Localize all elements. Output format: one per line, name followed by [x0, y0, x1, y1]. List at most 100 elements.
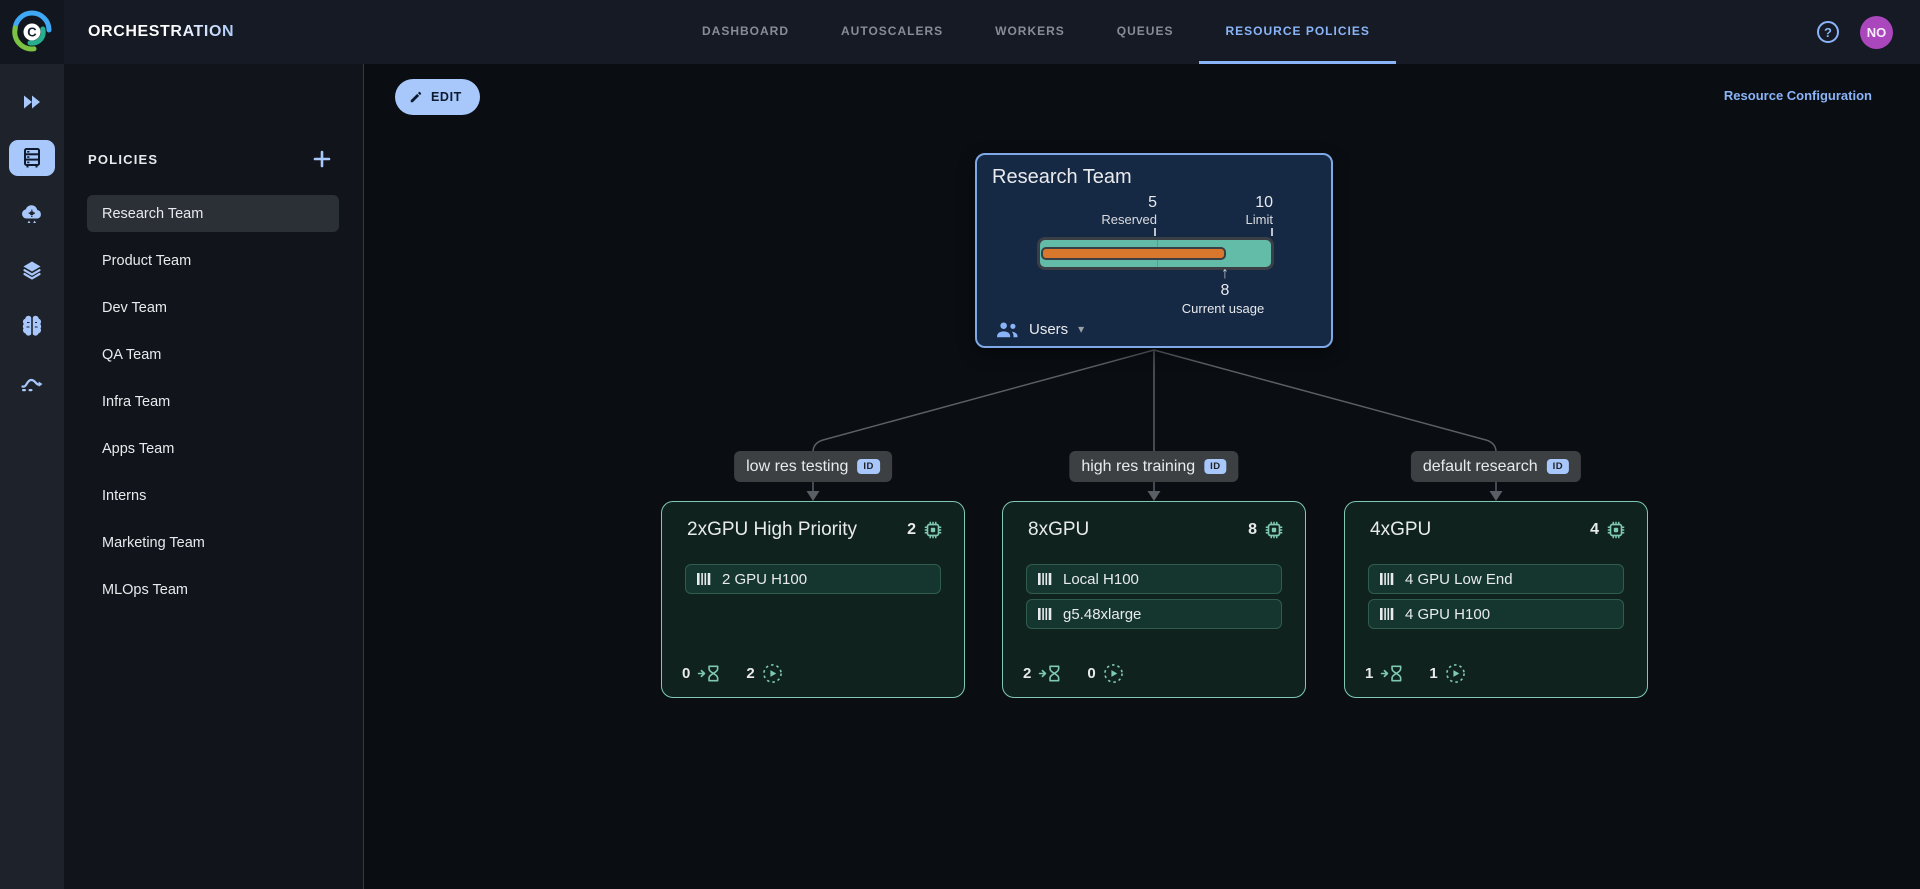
rail-item-pipeline[interactable] — [9, 364, 55, 400]
top-bar: C ORCHESTRATION DASHBOARD AUTOSCALERS WO… — [0, 0, 1920, 64]
barcode-icon — [697, 573, 711, 585]
id-badge[interactable]: ID — [1204, 459, 1227, 474]
tab-autoscalers[interactable]: AUTOSCALERS — [841, 23, 944, 38]
running-count: 0 — [1087, 665, 1096, 682]
tab-resource-policies[interactable]: RESOURCE POLICIES — [1199, 0, 1396, 64]
rail-item-fast-forward[interactable] — [9, 84, 55, 120]
policy-item-qa-team[interactable]: QA Team — [102, 346, 162, 363]
policy-item-infra-team[interactable]: Infra Team — [102, 393, 171, 410]
usage-fill — [1041, 247, 1226, 260]
users-dropdown[interactable]: Users ▾ — [994, 319, 1084, 339]
resource-chip[interactable]: g5.48xlarge — [1026, 599, 1282, 629]
worker-card-2xgpu-high-priority[interactable]: 2xGPU High Priority 2 2 GPU H100 0 — [661, 501, 965, 698]
policy-item-marketing-team[interactable]: Marketing Team — [102, 534, 205, 551]
layers-icon — [23, 261, 41, 280]
policy-item-interns[interactable]: Interns — [102, 487, 147, 504]
policies-header: POLICIES — [88, 151, 159, 167]
card-stats: 0 2 — [682, 663, 783, 684]
gpu-chip-icon — [924, 521, 942, 539]
gpu-count-value: 8 — [1248, 521, 1257, 538]
edit-button[interactable]: EDIT — [395, 79, 480, 115]
pending-hourglass-icon — [1039, 665, 1060, 682]
edit-button-label: EDIT — [431, 90, 462, 104]
root-policy-title: Research Team — [992, 166, 1132, 188]
tab-workers[interactable]: WORKERS — [995, 23, 1065, 38]
policy-item-dev-team[interactable]: Dev Team — [102, 299, 168, 316]
resource-chip-label: 2 GPU H100 — [722, 570, 808, 588]
rail-item-cloud-sync[interactable] — [9, 196, 55, 232]
limit-marker: 10 Limit — [1163, 194, 1273, 227]
rail-item-server-rack[interactable] — [9, 140, 55, 176]
card-header: 8xGPU 8 — [1028, 519, 1285, 541]
card-stats: 1 1 — [1365, 663, 1466, 684]
reserved-tick — [1154, 228, 1156, 236]
logo-icon: C — [12, 10, 52, 52]
policies-header-row: POLICIES — [88, 148, 333, 170]
help-icon[interactable]: ? — [1817, 21, 1839, 43]
chevron-down-icon: ▾ — [1078, 322, 1085, 336]
resource-list: 2 GPU H100 — [685, 564, 941, 594]
policies-sidebar: POLICIES Research Team Product Team Dev … — [64, 64, 364, 889]
resource-chip[interactable]: 2 GPU H100 — [685, 564, 941, 594]
resource-chip[interactable]: Local H100 — [1026, 564, 1282, 594]
barcode-icon — [1380, 608, 1394, 620]
id-badge[interactable]: ID — [857, 459, 880, 474]
server-rack-icon — [24, 148, 40, 168]
usage-value: 8 — [1220, 282, 1230, 299]
running-play-icon — [1103, 664, 1123, 683]
svg-text:C: C — [27, 25, 37, 40]
icon-rail — [0, 64, 64, 889]
quota-tag-label: low res testing — [746, 457, 849, 475]
gpu-count: 2 — [907, 519, 944, 541]
resource-chip-label: 4 GPU H100 — [1405, 605, 1491, 623]
fast-forward-icon — [24, 95, 40, 109]
worker-card-8xgpu[interactable]: 8xGPU 8 Local H100 g5. — [1002, 501, 1306, 698]
worker-card-4xgpu[interactable]: 4xGPU 4 4 GPU Low End — [1344, 501, 1648, 698]
app-logo[interactable]: C — [0, 0, 64, 64]
resource-chip[interactable]: 4 GPU H100 — [1368, 599, 1624, 629]
root-policy-node[interactable]: Research Team 5 Reserved 10 Limit ↑ 8 Cu… — [975, 153, 1333, 348]
card-title: 2xGPU High Priority — [687, 519, 857, 540]
policy-item-mlops-team[interactable]: MLOps Team — [102, 581, 188, 598]
resource-chip-label: 4 GPU Low End — [1405, 570, 1513, 588]
avatar[interactable]: NO — [1860, 16, 1893, 49]
policy-item-apps-team[interactable]: Apps Team — [102, 440, 175, 457]
pending-count: 0 — [682, 665, 691, 682]
resource-chip[interactable]: 4 GPU Low End — [1368, 564, 1624, 594]
resource-chip-label: g5.48xlarge — [1063, 605, 1142, 623]
gpu-chip-icon — [1607, 521, 1625, 539]
quota-tag-low-res-testing[interactable]: low res testing ID — [734, 451, 892, 482]
tab-queues[interactable]: QUEUES — [1116, 23, 1174, 38]
card-header: 4xGPU 4 — [1370, 519, 1627, 541]
plus-icon — [313, 150, 331, 168]
resource-configuration-link[interactable]: Resource Configuration — [1723, 88, 1872, 103]
quota-tag-default-research[interactable]: default research ID — [1410, 451, 1582, 482]
policy-item-research-team[interactable]: Research Team — [87, 195, 339, 232]
id-badge[interactable]: ID — [1546, 459, 1570, 474]
rail-item-layers[interactable] — [9, 252, 55, 288]
cloud-sync-icon — [21, 205, 41, 223]
policy-item-product-team[interactable]: Product Team — [102, 252, 192, 269]
barcode-icon — [1380, 573, 1394, 585]
reserved-label: Reserved — [1101, 212, 1157, 227]
tab-dashboard[interactable]: DASHBOARD — [702, 23, 789, 38]
quota-tag-high-res-training[interactable]: high res training ID — [1069, 451, 1239, 482]
users-label: Users — [1029, 320, 1069, 338]
resource-list: Local H100 g5.48xlarge — [1026, 564, 1282, 629]
rail-item-brain[interactable] — [9, 308, 55, 344]
pending-hourglass-icon — [698, 665, 719, 682]
card-title: 4xGPU — [1370, 519, 1432, 540]
resource-list: 4 GPU Low End 4 GPU H100 — [1368, 564, 1624, 629]
app-title: ORCHESTRATION — [88, 0, 234, 64]
running-count: 2 — [746, 665, 755, 682]
gpu-count-value: 2 — [907, 521, 916, 538]
running-count: 1 — [1429, 665, 1438, 682]
pending-count: 1 — [1365, 665, 1374, 682]
pipeline-icon — [21, 378, 43, 392]
gpu-count: 8 — [1248, 519, 1285, 541]
quota-tag-label: default research — [1422, 457, 1538, 475]
add-policy-button[interactable] — [311, 148, 333, 170]
gpu-count: 4 — [1590, 519, 1627, 541]
